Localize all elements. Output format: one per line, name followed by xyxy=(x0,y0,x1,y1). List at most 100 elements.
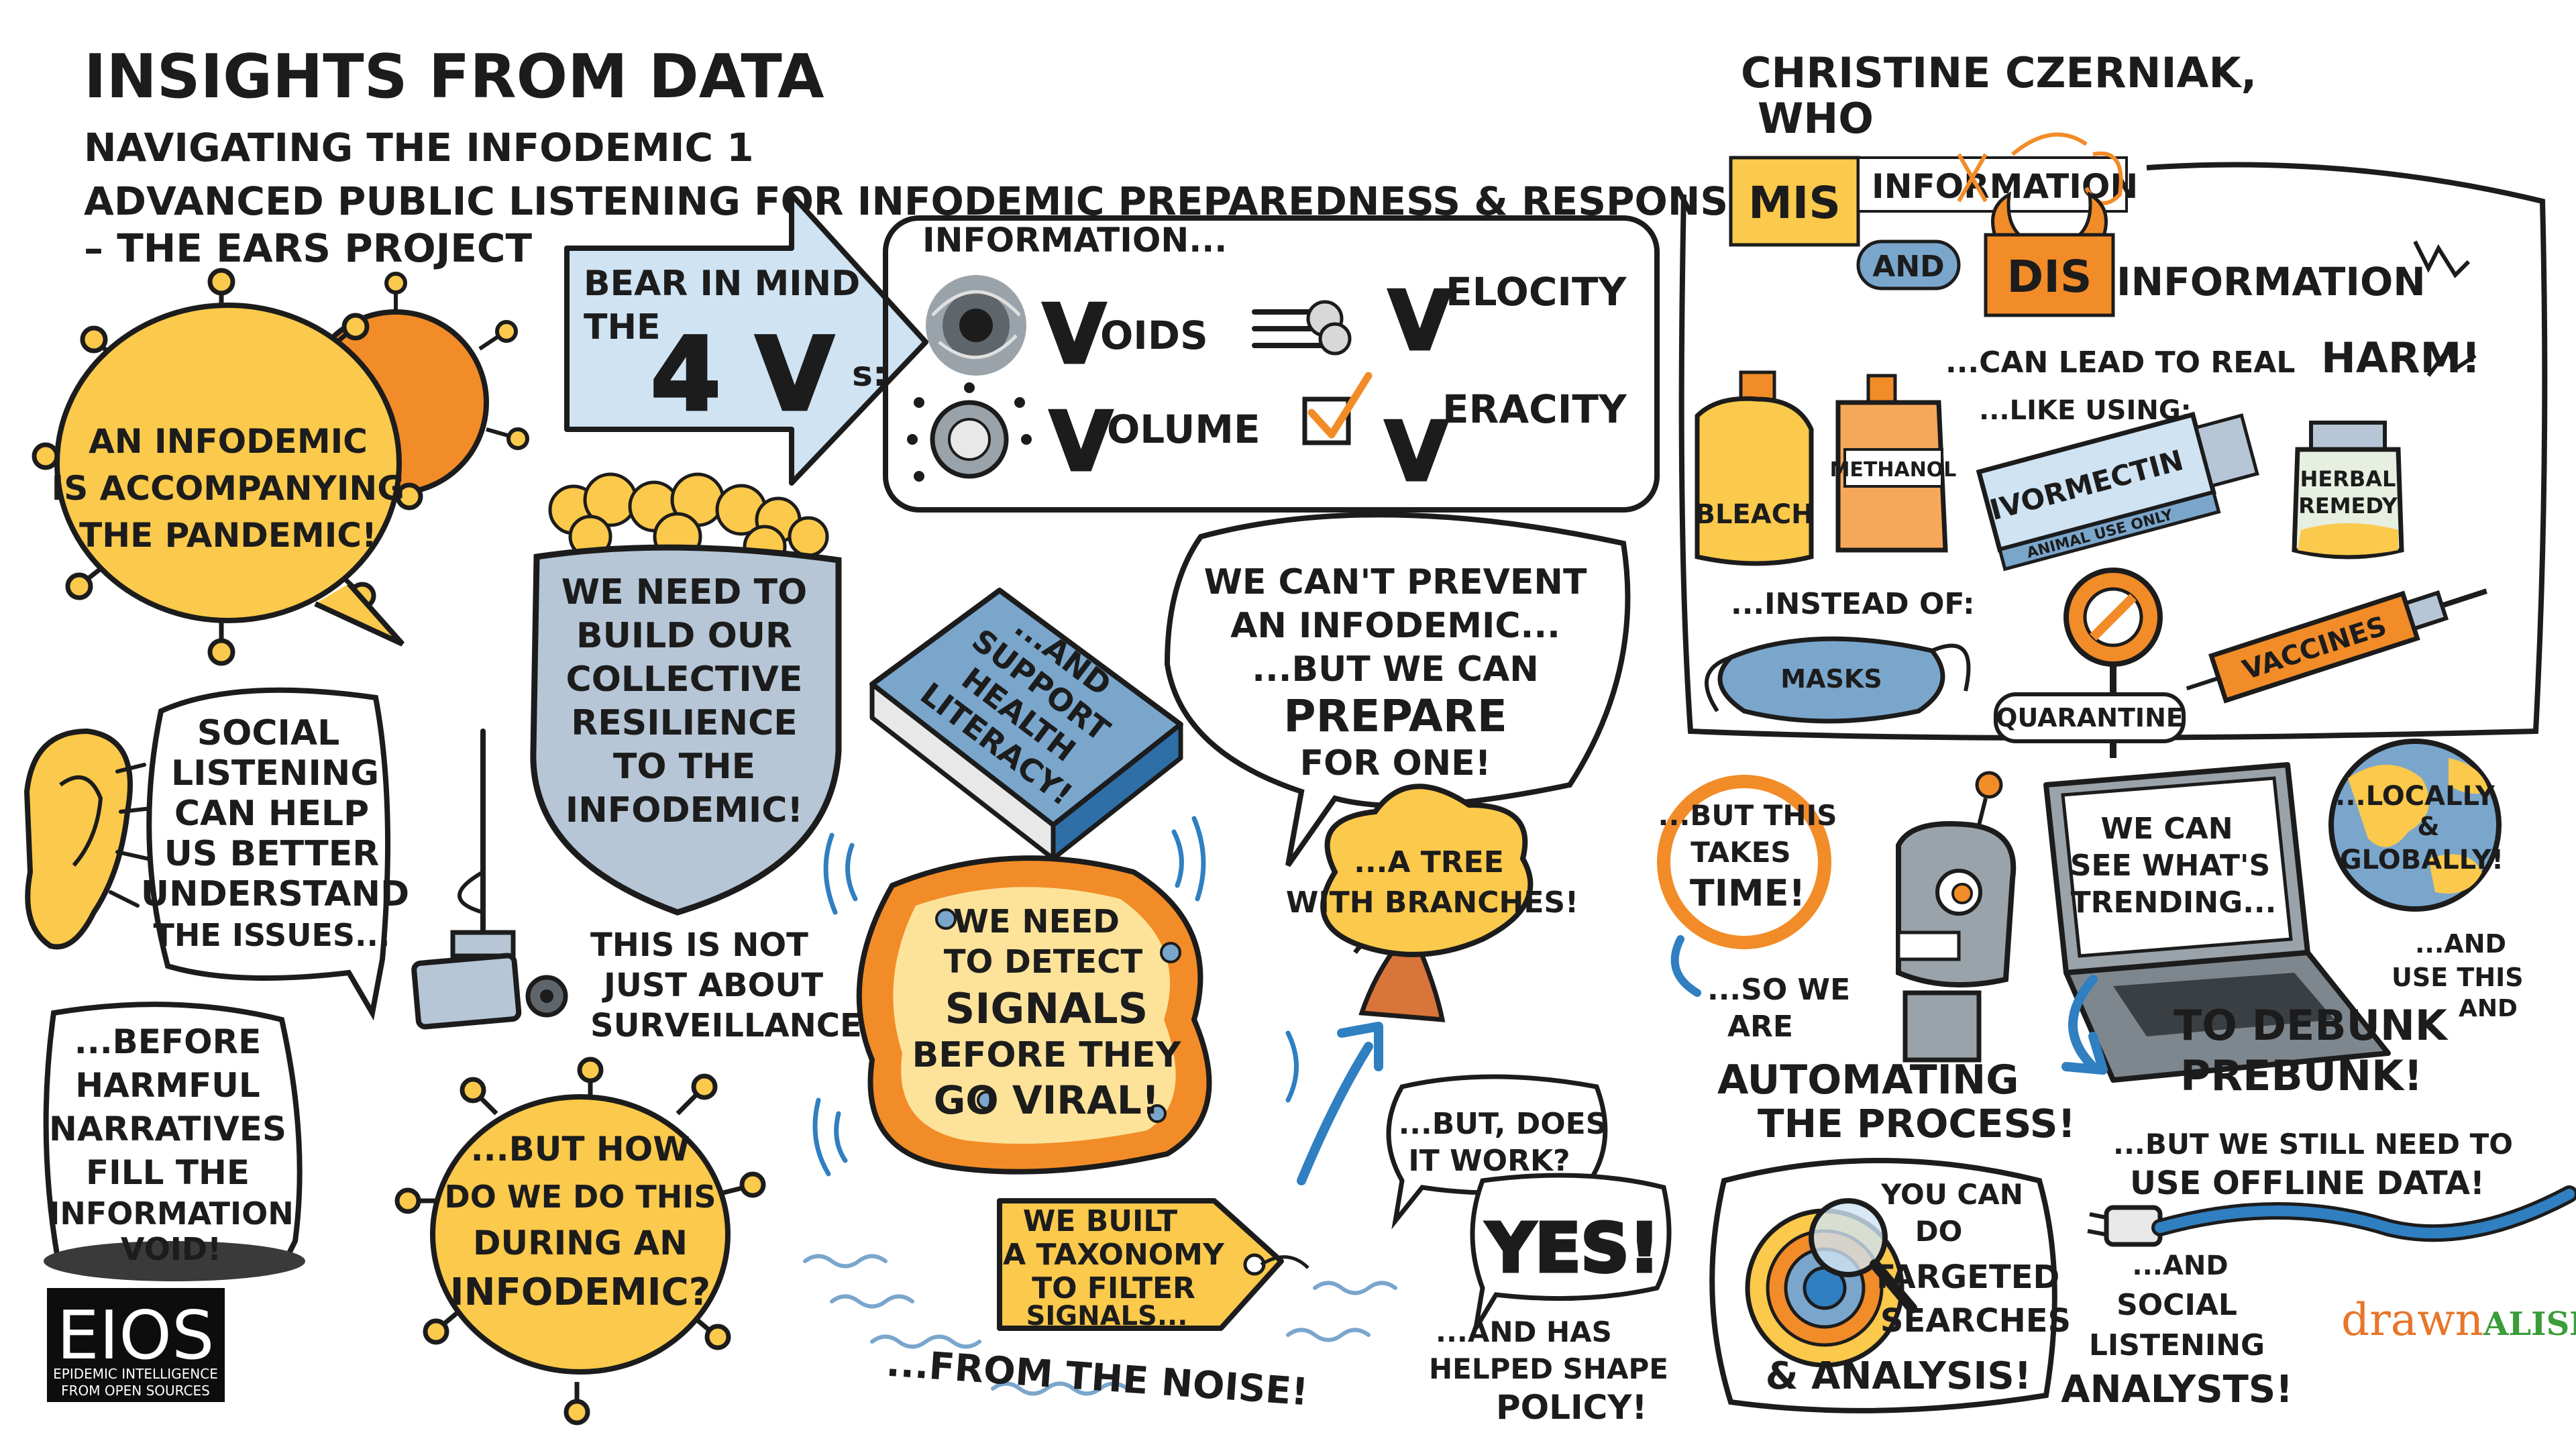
subtitle: NAVIGATING THE INFODEMIC 1 xyxy=(84,125,754,170)
how-line-1: ...BUT HOW xyxy=(471,1130,690,1169)
analysts-line-1: ...AND xyxy=(2132,1250,2228,1281)
robot-icon xyxy=(1896,771,2017,1063)
targeted-line-1: YOU CAN xyxy=(1880,1178,2023,1211)
social-listening-bubble: SOCIAL LISTENING CAN HELP US BETTER UNDE… xyxy=(141,687,409,1021)
taxonomy-line-4: SIGNALS... xyxy=(1026,1301,1188,1332)
automation-section: ...BUT THIS TAKES TIME! ...SO WE ARE AUT… xyxy=(1657,771,2076,1146)
how-line-2: DO WE DO THIS xyxy=(445,1179,716,1215)
speaker-org: WHO xyxy=(1758,94,1874,143)
does-it-work-line-1: ...BUT, DOES xyxy=(1399,1107,1607,1141)
plug-icon xyxy=(2087,1185,2576,1247)
quarantine-label: QUARANTINE xyxy=(1996,703,2184,733)
before-line-5: INFORMATION xyxy=(48,1195,293,1232)
methanol-label: METHANOL xyxy=(1830,458,1957,482)
noise-label: ...FROM THE NOISE! xyxy=(885,1342,1309,1415)
information-box-title: INFORMATION... xyxy=(922,221,1227,260)
clock-line-3: TIME! xyxy=(1690,872,1805,914)
drawn-part: drawn xyxy=(2341,1294,2483,1346)
how-line-4: INFODEMIC? xyxy=(450,1271,710,1314)
masks-label: MASKS xyxy=(1780,664,1882,694)
tree-line-1: ...A TREE xyxy=(1354,845,1504,879)
taxonomy-line-1: WE BUILT xyxy=(1023,1204,1177,1238)
debunk-line-3: PREBUNK! xyxy=(2180,1051,2422,1100)
so-we-line-1: ...SO WE xyxy=(1707,973,1850,1007)
infodemic-line-2: IS ACCOMPANYING xyxy=(52,469,405,508)
debunk-and: AND xyxy=(2459,995,2518,1022)
ivermectin-box-icon: IVORMECTIN ANIMAL USE ONLY xyxy=(1976,411,2259,572)
veracity-rest: ERACITY xyxy=(1442,386,1627,432)
tree-icon: ...A TREE WITH BRANCHES! xyxy=(1286,784,1578,1022)
no-entry-sign-icon xyxy=(2063,568,2163,758)
like-using: ...LIKE USING: xyxy=(1979,395,2192,426)
cctv-camera-icon xyxy=(411,729,568,1030)
volume-rest: OLUME xyxy=(1107,407,1260,452)
growth-arrow xyxy=(1297,1042,1373,1185)
mask-icon: MASKS xyxy=(1705,636,1971,724)
instead-of: ...INSTEAD OF: xyxy=(1731,587,1975,621)
drawnalism-logo: drawnALISM xyxy=(2341,1294,2576,1346)
before-narratives: ...BEFORE HARMFUL NARRATIVES FILL THE IN… xyxy=(43,1002,305,1281)
yes-answer: YES! xyxy=(1486,1209,1660,1287)
ear-icon xyxy=(23,728,153,950)
debunk-line-1: TO DEBUNK xyxy=(2174,1001,2449,1050)
shield-line-2: BUILD OUR xyxy=(576,616,792,656)
signals-line-2: TO DETECT xyxy=(944,943,1143,981)
herbal-line-1: HERBAL xyxy=(2300,466,2396,492)
taxonomy-tag: WE BUILT A TAXONOMY TO FILTER SIGNALS...… xyxy=(803,1198,1397,1415)
velocity-letter: V xyxy=(1389,275,1451,368)
laptop-line-3: TRENDING... xyxy=(2071,885,2277,920)
globe-line-1: ...LOCALLY xyxy=(2335,781,2496,812)
eios-small-2: FROM OPEN SOURCES xyxy=(61,1383,210,1399)
header: INSIGHTS FROM DATA NAVIGATING THE INFODE… xyxy=(84,42,1755,271)
use-this-line-1: ...AND xyxy=(2415,929,2506,959)
before-line-1: ...BEFORE xyxy=(74,1022,262,1061)
offline-line-2: USE OFFLINE DATA! xyxy=(2130,1165,2485,1202)
analysts-line-2: SOCIAL xyxy=(2116,1288,2237,1322)
signals-line-1: WE NEED xyxy=(953,903,1120,941)
analysts-line-4: ANALYSTS! xyxy=(2061,1368,2292,1411)
clock-line-1: ...BUT THIS xyxy=(1658,799,1837,832)
vortex-icon xyxy=(926,275,1026,376)
bleach-label: BLEACH xyxy=(1695,499,1813,530)
misinformation-panel: MIS INFORMATION AND DIS INFORMATION ...C… xyxy=(1678,132,2548,758)
voids-letter: V xyxy=(1043,288,1106,382)
prevent-line-2: AN INFODEMIC... xyxy=(1230,606,1560,646)
so-we-line-2: ARE xyxy=(1727,1010,1793,1044)
shield-line-1: WE NEED TO xyxy=(561,572,808,612)
voids-rest: OIDS xyxy=(1100,313,1208,358)
offline-data: ...BUT WE STILL NEED TO USE OFFLINE DATA… xyxy=(2061,1128,2576,1411)
velocity-rest: ELOCITY xyxy=(1446,269,1627,315)
social-line-6: THE ISSUES... xyxy=(154,917,390,953)
does-it-work: ...BUT, DOES IT WORK? YES! ...AND HAS HE… xyxy=(1386,1074,1672,1427)
speaker: CHRISTINE CZERNIAK, WHO xyxy=(1741,48,2257,143)
dis-information-word: INFORMATION xyxy=(2116,259,2426,305)
before-line-4: FILL THE xyxy=(86,1153,250,1192)
speaker-name: CHRISTINE CZERNIAK, xyxy=(1741,48,2257,97)
automating-line-2: THE PROCESS! xyxy=(1758,1101,2076,1146)
volume-letter: V xyxy=(1050,396,1112,489)
dis-label: DIS xyxy=(2007,251,2092,303)
social-line-1: SOCIAL xyxy=(197,713,340,753)
does-it-work-line-2: IT WORK? xyxy=(1408,1144,1570,1178)
eios-logo: EIOS EPIDEMIC INTELLIGENCE FROM OPEN SOU… xyxy=(47,1288,225,1402)
shield-line-5: TO THE xyxy=(613,747,755,787)
signals-line-5: GO VIRAL! xyxy=(934,1077,1160,1123)
analysts-line-3: LISTENING xyxy=(2089,1328,2265,1362)
surveillance-line-3: SURVEILLANCE! xyxy=(590,1007,877,1044)
arrow-line-1: BEAR IN MIND xyxy=(584,264,860,304)
use-this-line-2: USE THIS xyxy=(2392,963,2524,992)
prevent-line-3: ...BUT WE CAN xyxy=(1252,649,1539,690)
policy-line-2: HELPED SHAPE xyxy=(1429,1352,1668,1385)
title: INSIGHTS FROM DATA xyxy=(84,42,824,112)
shield-line-6: INFODEMIC! xyxy=(566,790,803,830)
signals-line-4: BEFORE THEY xyxy=(912,1035,1182,1075)
targeted-line-4: SEARCHES xyxy=(1880,1302,2071,1340)
yellow-virus-body xyxy=(54,303,402,623)
virus-infodemic-bubble: AN INFODEMIC IS ACCOMPANYING THE PANDEMI… xyxy=(32,268,529,666)
targeted-line-2: DO xyxy=(1915,1215,1963,1248)
checkbox-icon xyxy=(1302,372,1373,445)
prevent-line-5: FOR ONE! xyxy=(1300,743,1491,784)
laptop-line-1: WE CAN xyxy=(2100,812,2233,846)
arrow-line-2: THE xyxy=(584,307,661,347)
